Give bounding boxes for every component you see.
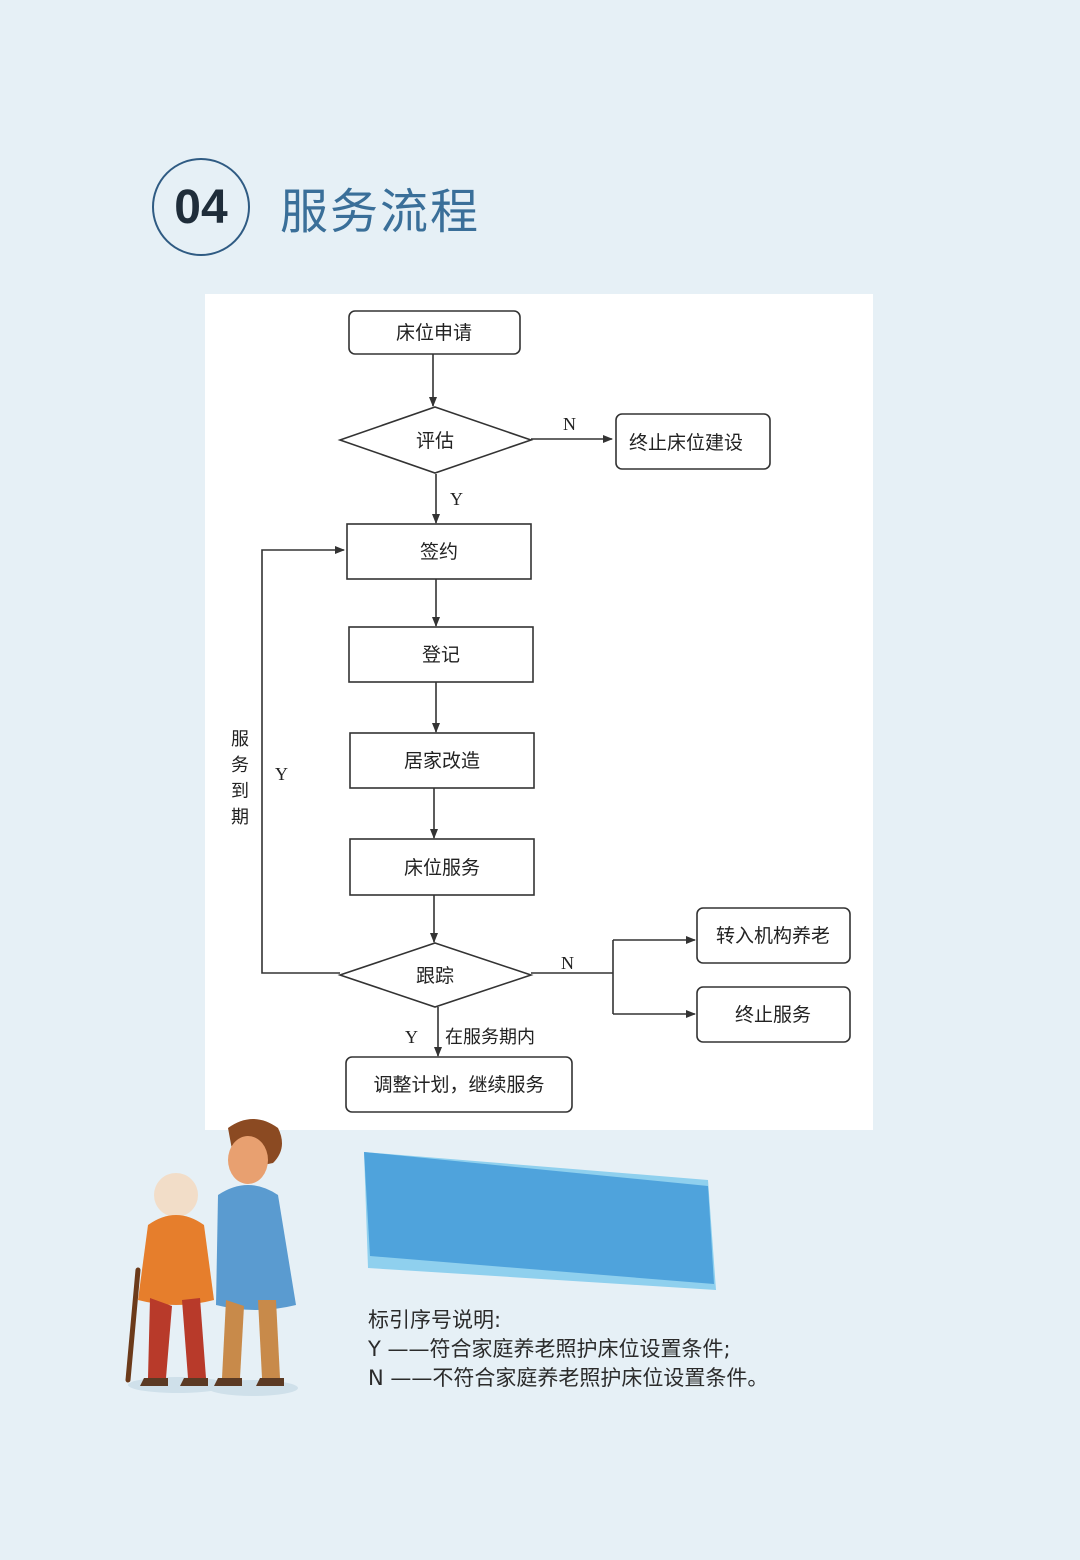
node-sign bbox=[346, 523, 532, 580]
edge-loop-back bbox=[261, 546, 345, 974]
node-assess bbox=[337, 406, 534, 474]
node-terminate-build bbox=[615, 413, 771, 470]
section-header: 04 服务流程 bbox=[152, 158, 752, 258]
node-renovate bbox=[349, 732, 535, 789]
legend: 标引序号说明: Y ——符合家庭养老照护床位设置条件; N ——不符合家庭养老照… bbox=[368, 1306, 928, 1393]
node-track-label: 跟踪 bbox=[416, 965, 454, 987]
legend-title: 标引序号说明: bbox=[368, 1308, 502, 1332]
page-title: 服务流程 bbox=[280, 184, 481, 240]
node-register bbox=[348, 626, 534, 683]
node-assess-label: 评估 bbox=[416, 430, 454, 452]
node-adjust bbox=[345, 1056, 573, 1113]
label-n-track: N bbox=[561, 953, 574, 973]
node-transfer-label: 转入机构养老 bbox=[716, 925, 830, 947]
label-expire-1: 服 bbox=[231, 729, 249, 750]
label-expire-3: 到 bbox=[231, 781, 249, 802]
section-number: 04 bbox=[152, 158, 250, 256]
label-n-assess: N bbox=[563, 414, 576, 434]
flowchart: 床位申请 评估 终止床位建设 签约 登记 居家改造 床位服务 跟踪 转入机构养老… bbox=[231, 310, 851, 1113]
node-renovate-label: 居家改造 bbox=[404, 750, 480, 772]
node-apply bbox=[348, 310, 521, 355]
elderly-caregiver-illustration bbox=[125, 1119, 298, 1396]
label-expire-2: 务 bbox=[231, 755, 249, 776]
node-transfer bbox=[696, 907, 851, 964]
node-sign-label: 签约 bbox=[420, 541, 458, 563]
label-expire-4: 期 bbox=[231, 807, 249, 828]
node-bed-service-label: 床位服务 bbox=[404, 857, 480, 879]
node-terminate-service-label: 终止服务 bbox=[735, 1004, 811, 1026]
node-bed-service bbox=[349, 838, 535, 896]
label-in-period: 在服务期内 bbox=[445, 1027, 535, 1048]
legend-n: N ——不符合家庭养老照护床位设置条件。 bbox=[368, 1366, 769, 1390]
label-y-loop: Y bbox=[275, 764, 288, 784]
label-y-track: Y bbox=[405, 1027, 418, 1047]
node-register-label: 登记 bbox=[422, 644, 460, 666]
flowchart-panel: 床位申请 评估 终止床位建设 签约 登记 居家改造 床位服务 跟踪 转入机构养老… bbox=[205, 294, 873, 1130]
node-track bbox=[337, 942, 534, 1008]
legend-y: Y ——符合家庭养老照护床位设置条件; bbox=[368, 1337, 731, 1361]
decorative-banner bbox=[364, 1152, 716, 1290]
label-y-assess: Y bbox=[450, 489, 463, 509]
node-terminate-build-label: 终止床位建设 bbox=[629, 432, 743, 454]
node-adjust-label: 调整计划，继续服务 bbox=[373, 1074, 544, 1096]
node-apply-label: 床位申请 bbox=[396, 322, 472, 344]
node-terminate-service bbox=[696, 986, 851, 1043]
